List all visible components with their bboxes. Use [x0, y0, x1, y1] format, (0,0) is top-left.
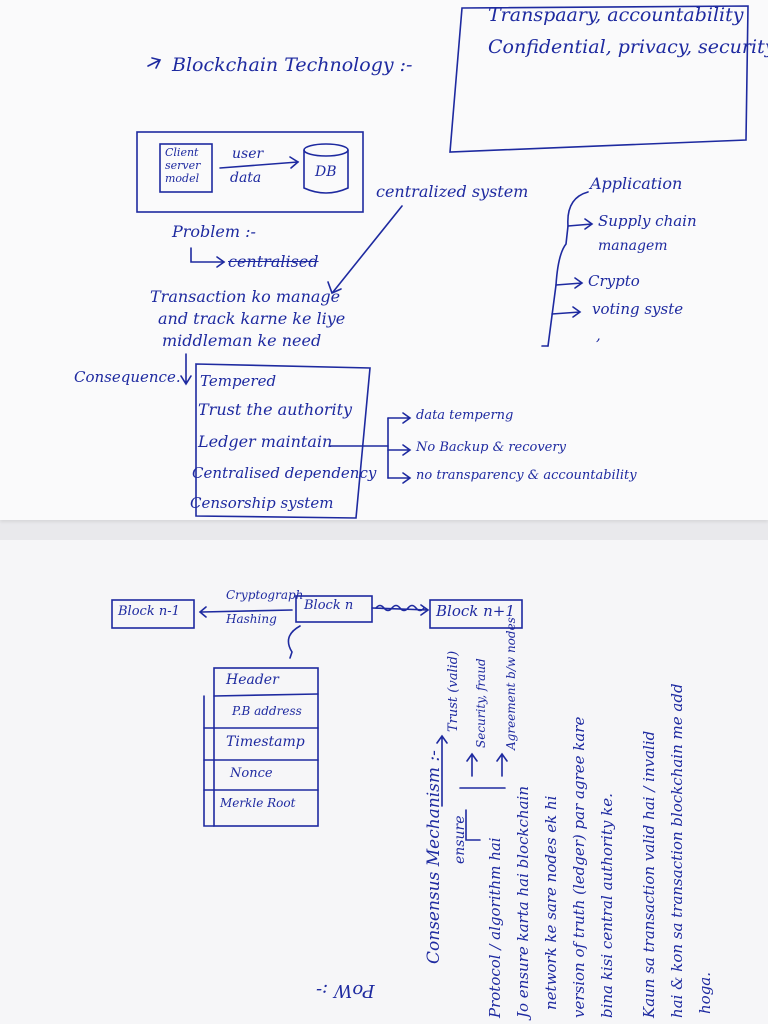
consequence-item-tempered: Tempered [200, 372, 277, 390]
consequence-item-trust: Trust the authority [198, 400, 353, 419]
security-arrow [466, 752, 478, 777]
application-item-voting: voting syste [592, 300, 684, 318]
consequence-item-ledger: Ledger maintain [198, 432, 333, 451]
consensus-ensure: ensure [452, 815, 468, 864]
consensus-target-trust: Trust (valid) [446, 650, 461, 732]
client-server-label: Client server model [165, 146, 201, 185]
block-structure-table [213, 667, 319, 827]
block-structure-connector [287, 625, 301, 659]
client-server-box [159, 143, 213, 193]
centralized-system-label: centralized system [376, 182, 529, 201]
db-label: DB [315, 164, 337, 180]
db-cylinder-icon [303, 143, 349, 157]
heading-arrow-icon [147, 57, 162, 69]
consensus-definition-line-5: bina kisi central authority ke. [598, 793, 616, 1018]
application-item-supply-chain: Supply chain [598, 212, 697, 230]
consensus-target-security: Security, fraud [474, 658, 488, 748]
consequence-item-censorship: Censorship system [190, 494, 334, 512]
agreement-arrow [496, 752, 508, 777]
block-n-label: Block n [304, 598, 354, 613]
centralized-arrow [332, 205, 403, 293]
consensus-explanation-line-1: Kaun sa transaction valid hai / invalid [640, 730, 658, 1018]
block-n-box [295, 595, 373, 623]
consensus-target-agreement: Agreement b/w nodes [504, 617, 518, 750]
data-label: data [230, 170, 262, 186]
notebook-page-bottom: Block n-1 Block n Block n+1 Cryptograph … [0, 540, 768, 1024]
diagram-frame [136, 131, 364, 213]
ledger-effect-backup: No Backup & recovery [416, 440, 566, 455]
structure-previous-address: P.B address [232, 704, 302, 718]
user-db-arrow [219, 161, 299, 169]
structure-timestamp: Timestamp [226, 734, 305, 750]
application-title: Application [590, 174, 683, 193]
page-heading: Blockchain Technology :- [172, 54, 413, 76]
application-tree [547, 191, 589, 347]
consensus-title: Consensus Mechanism :- [424, 750, 444, 964]
consensus-definition-line-2: Jo ensure karta hai blockchain [514, 785, 532, 1018]
consensus-explanation-line-2: hai & kon sa transaction blockchain me a… [668, 683, 686, 1018]
block-n-minus-1-box [111, 599, 195, 629]
consequence-label: Consequence. [74, 368, 181, 386]
structure-merkle-root: Merkle Root [220, 796, 296, 810]
bottom-page-drawing [111, 595, 523, 841]
consequences-box [195, 363, 371, 519]
consequence-item-centralised: Centralised dependency [192, 464, 377, 482]
footer-note: PoW :- [316, 980, 375, 1001]
block-n-plus-1-label: Block n+1 [436, 602, 515, 620]
problem-arrow [190, 247, 225, 263]
transaction-text: Transaction ko manage and track karne ke… [150, 287, 346, 350]
user-label: user [232, 146, 264, 162]
link-label-hashing: Hashing [226, 612, 277, 626]
hash-link-arrow [198, 606, 293, 618]
ledger-effect-transparency: no transparency & accountability [416, 468, 637, 483]
structure-nonce: Nonce [230, 766, 273, 781]
note-box-line-1: Transpaary, accountability [488, 4, 744, 26]
application-item-crypto: Crypto [588, 272, 640, 290]
note-box [449, 5, 749, 153]
block-n-plus-1-box [429, 599, 523, 629]
problem-item: centralised [228, 252, 319, 271]
consensus-definition-line-1: Protocol / algorithm hai [486, 837, 504, 1018]
consequence-arrow [180, 353, 192, 386]
structure-header: Header [226, 672, 279, 688]
problem-label: Problem :- [172, 222, 256, 241]
link-label-cryptograph: Cryptograph [226, 588, 304, 602]
application-item-more: , [596, 326, 601, 344]
ensure-arrow [465, 809, 481, 841]
consensus-definition-line-4: version of truth (ledger) par agree kare [570, 716, 588, 1018]
notebook-page-top: Transpaary, accountability Confidential,… [0, 0, 768, 520]
consensus-definition-line-3: network ke sare nodes ek hi [542, 795, 560, 1010]
ledger-effect-tampering: data temperng [416, 408, 514, 423]
top-page-drawing [136, 5, 749, 519]
trust-arrow [436, 734, 448, 807]
block-n-minus-1-label: Block n-1 [118, 604, 180, 619]
note-box-line-2: Confidential, privacy, security [488, 36, 768, 58]
consensus-explanation-line-3: hoga. [696, 971, 714, 1014]
application-item-management: managem [598, 238, 668, 254]
